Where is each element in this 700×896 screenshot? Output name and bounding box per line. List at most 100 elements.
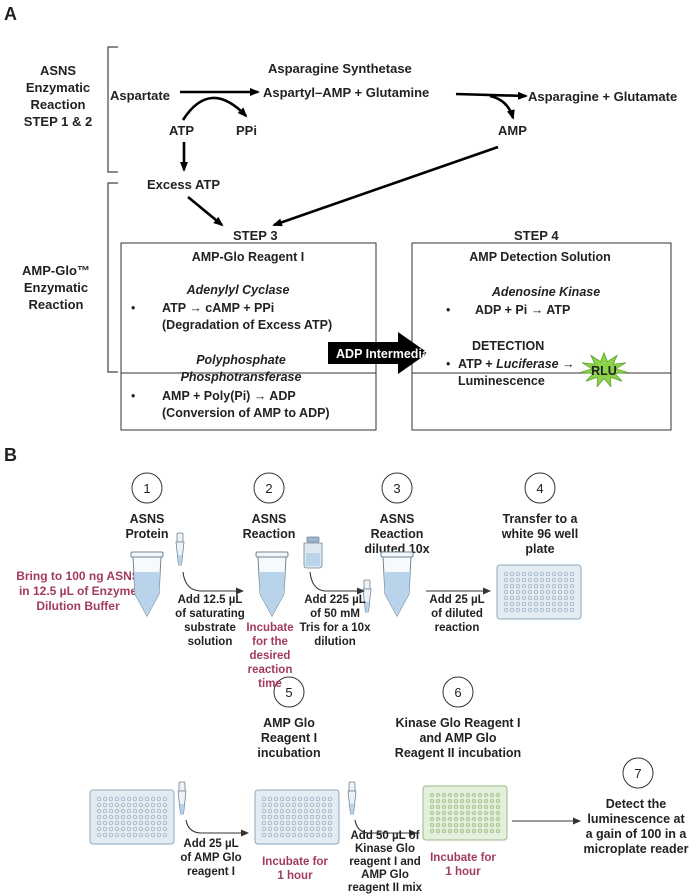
step3-rxn1: ATP → cAMP + PPi (162, 301, 274, 315)
bring-note: Bring to 100 ng ASNS in 12.5 µL of Enzym… (16, 569, 140, 613)
asns-section-label: ASNS Enzymatic Reaction STEP 1 & 2 (24, 63, 92, 129)
step4-box-outline (411, 242, 672, 431)
panel-b-label: B (4, 445, 17, 465)
svg-text:ASNS: ASNS (380, 512, 415, 526)
svg-text:Protein: Protein (125, 527, 168, 541)
add-kinase-note: Add 50 µL of Kinase Glo reagent I and AM… (348, 830, 423, 894)
svg-text:of diluted: of diluted (431, 608, 483, 620)
ampglo-section-label: AMP-Glo™ Enzymatic Reaction (22, 263, 90, 312)
svg-text:Incubate for: Incubate for (430, 852, 496, 864)
svg-text:Kinase Glo Reagent I: Kinase Glo Reagent I (395, 716, 520, 730)
panel-a-label: A (4, 4, 17, 24)
svg-text:reagent II mix: reagent II mix (348, 882, 423, 894)
step-circle-3: 3 (381, 472, 413, 504)
excess-atp-label: Excess ATP (147, 177, 220, 192)
svg-text:of AMP Glo: of AMP Glo (180, 852, 241, 864)
svg-text:5: 5 (285, 685, 292, 700)
flow-arrow-1-2 (182, 571, 244, 595)
svg-text:in 12.5 µL of Enzyme: in 12.5 µL of Enzyme (19, 584, 137, 598)
svg-text:1 hour: 1 hour (277, 870, 313, 882)
svg-text:ASNS: ASNS (252, 512, 287, 526)
add-substrate-note: Add 12.5 µL of saturating substrate solu… (175, 594, 245, 648)
svg-text:Reagent I: Reagent I (261, 731, 317, 745)
step4-bullet-2: • (446, 357, 450, 371)
svg-text:STEP 1 & 2: STEP 1 & 2 (24, 114, 92, 129)
step3-bullet-2: • (131, 389, 135, 403)
step3-bullet-1: • (131, 301, 135, 315)
rlu-label: RLU (591, 364, 617, 378)
svg-text:reagent I: reagent I (187, 866, 235, 878)
step3-content: AMP-Glo Reagent I Adenylyl Cyclase • ATP… (131, 250, 332, 420)
starburst-shape (580, 351, 628, 388)
svg-text:Reaction: Reaction (371, 527, 424, 541)
svg-text:for the: for the (252, 636, 288, 648)
aspartate-label: Aspartate (110, 88, 170, 103)
svg-text:luminescence at: luminescence at (587, 812, 685, 826)
step-circle-7: 7 (622, 757, 654, 789)
svg-text:Kinase Glo: Kinase Glo (355, 843, 415, 855)
step-circles: 1 2 3 4 5 6 7 (131, 472, 654, 789)
plate-kinase-glo (422, 785, 508, 841)
svg-text:Tris for a 10x: Tris for a 10x (300, 622, 372, 634)
svg-text:Reagent II incubation: Reagent II incubation (395, 746, 521, 760)
tube-asns-protein (130, 551, 164, 617)
svg-text:AMP Glo: AMP Glo (263, 716, 315, 730)
step3-box-outline (120, 242, 377, 431)
svg-text:Add 25 µL: Add 25 µL (183, 838, 238, 850)
arrow-amp-release (489, 94, 515, 120)
adp-intermediate-arrow: ADP Intermediate (328, 332, 440, 374)
incubate-kinase-note: Incubate for 1 hour (430, 852, 496, 878)
step-circle-1: 1 (131, 472, 163, 504)
svg-text:reaction: reaction (248, 664, 293, 676)
svg-text:Add 50 µL of: Add 50 µL of (350, 830, 419, 842)
tris-bottle (303, 536, 323, 569)
adenosine-kinase-label: Adenosine Kinase (491, 285, 600, 299)
svg-text:Incubate for: Incubate for (262, 856, 328, 868)
step4-box-title: AMP Detection Solution (469, 250, 610, 264)
flow-arrow-2-3 (309, 571, 365, 595)
step4-luminescence: Luminescence (458, 374, 545, 388)
svg-text:Detect the: Detect the (606, 797, 666, 811)
flow-arrow-5-6 (354, 819, 417, 837)
pipette-3 (177, 781, 187, 815)
svg-text:1: 1 (143, 481, 150, 496)
incubate-reaction-note: Incubate for the desired reaction time (246, 622, 293, 690)
flow-arrows (182, 571, 581, 837)
arrow-atp-ppi-curve (181, 96, 248, 121)
step-circle-5: 5 (273, 676, 305, 708)
pipette-4 (347, 781, 357, 815)
step4-content: AMP Detection Solution Adenosine Kinase … (446, 250, 611, 388)
step4-rxn1: ADP + Pi → ATP (475, 303, 570, 317)
step3-box-title: AMP-Glo Reagent I (192, 250, 305, 264)
svg-text:incubation: incubation (257, 746, 320, 760)
svg-text:white 96 well: white 96 well (501, 527, 578, 541)
asns-bracket (107, 46, 118, 173)
svg-text:of 50 mM: of 50 mM (310, 608, 360, 620)
plate-ampglo-start (89, 789, 175, 845)
svg-text:microplate reader: microplate reader (584, 842, 689, 856)
arrow-amp-to-step3 (272, 145, 499, 227)
svg-text:and AMP Glo: and AMP Glo (419, 731, 496, 745)
svg-text:1 hour: 1 hour (445, 866, 481, 878)
tube-asns-reaction (255, 551, 289, 617)
tube-diluted-reaction (380, 551, 414, 617)
reaction-arrows (180, 88, 528, 227)
step4-rxn2: ATP + Luciferase → (458, 357, 575, 371)
svg-text:AMP-Glo™: AMP-Glo™ (22, 263, 90, 278)
svg-text:4: 4 (536, 481, 543, 496)
arrow-excess-to-step3 (187, 195, 224, 227)
svg-text:Reaction: Reaction (243, 527, 296, 541)
step4-title: STEP 4 (514, 228, 559, 243)
adenylyl-cyclase-label: Adenylyl Cyclase (186, 283, 290, 297)
add-tris-note: Add 225 µL of 50 mM Tris for a 10x dilut… (300, 594, 372, 648)
polyphosphate-label-1: Polyphosphate (196, 353, 286, 367)
step-circle-4: 4 (524, 472, 556, 504)
svg-text:solution: solution (188, 636, 233, 648)
svg-text:reagent I and: reagent I and (349, 856, 421, 868)
pipette-1 (175, 532, 185, 566)
step-circle-2: 2 (253, 472, 285, 504)
svg-text:plate: plate (525, 542, 554, 556)
incubate-ampglo-note: Incubate for 1 hour (262, 856, 328, 882)
svg-text:Incubate: Incubate (246, 622, 293, 634)
